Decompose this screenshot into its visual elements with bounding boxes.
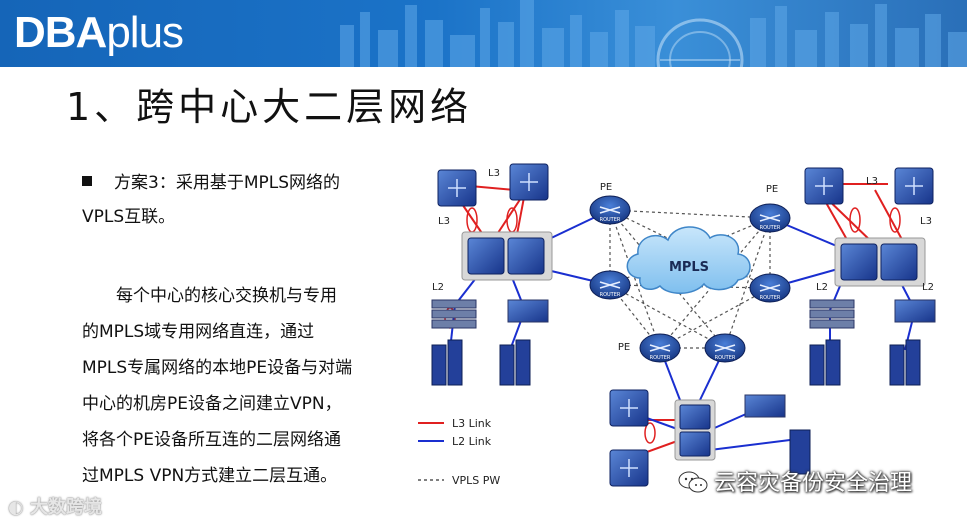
pe-label: PE [600, 182, 612, 193]
watermark-left: ◐ 大数跨境 [8, 497, 102, 518]
mpls-cloud: MPLS [626, 226, 751, 294]
router-caption: ROUTER [760, 225, 781, 231]
body-line: 每个中心的核心交换机与专用 [116, 286, 337, 306]
legend-l2: L2 Link [452, 435, 492, 448]
diagram-legend: L3 Link L2 Link VPLS PW [418, 417, 500, 487]
header-banner: DBAplus [0, 0, 967, 67]
router-caption: ROUTER [760, 295, 781, 301]
router-caption: ROUTER [600, 217, 621, 223]
city-skyline-graphic [340, 0, 967, 67]
body-line: 中心的机房PE设备之间建立VPN， [82, 394, 342, 414]
router-caption: ROUTER [715, 355, 736, 361]
l3-label: L3 [488, 168, 500, 179]
l2-label: L2 [922, 282, 934, 293]
legend-vpls: VPLS PW [452, 474, 500, 487]
l3-label: L3 [438, 216, 450, 227]
body-line: 将各个PE设备所互连的二层网络通 [82, 430, 341, 450]
router-caption: ROUTER [650, 355, 671, 361]
router-caption: ROUTER [600, 292, 621, 298]
bullet-point: 方案3：采用基于MPLS网络的 VPLS互联。 [82, 166, 402, 234]
slide-title: 1、跨中心大二层网络 [66, 85, 473, 129]
pe-label: PE [618, 342, 630, 353]
bullet-square-icon [82, 176, 92, 186]
dbaplus-logo: DBAplus [14, 8, 184, 57]
l3-label: L3 [920, 216, 932, 227]
watermark-right: 云容灾备份安全治理 [678, 465, 912, 497]
watermark-logo-icon: ◐ [8, 497, 24, 518]
l3-label: L3 [866, 176, 878, 187]
body-line: 过MPLS VPN方式建立二层互通。 [82, 466, 338, 486]
wechat-icon [678, 471, 708, 493]
l2-label: L2 [816, 282, 828, 293]
pe-routers: ROUTER ROUTER ROUTER ROUTER ROUTER ROUTE… [589, 195, 791, 363]
body-line: MPLS专属网络的本地PE设备与对端 [82, 358, 353, 378]
l2-label: L2 [432, 282, 444, 293]
legend-l3: L3 Link [452, 417, 492, 430]
pe-label: PE [766, 184, 778, 195]
mpls-cloud-label: MPLS [669, 260, 709, 275]
body-line: 的MPLS域专用网络直连，通过 [82, 322, 315, 342]
bullet-text-line1: 方案3：采用基于MPLS网络的 [114, 173, 340, 193]
bullet-text-line2: VPLS互联。 [82, 207, 176, 227]
vpls-network-diagram: MPLS [418, 163, 936, 487]
body-paragraph: 每个中心的核心交换机与专用 的MPLS域专用网络直连，通过 MPLS专属网络的本… [82, 278, 402, 494]
